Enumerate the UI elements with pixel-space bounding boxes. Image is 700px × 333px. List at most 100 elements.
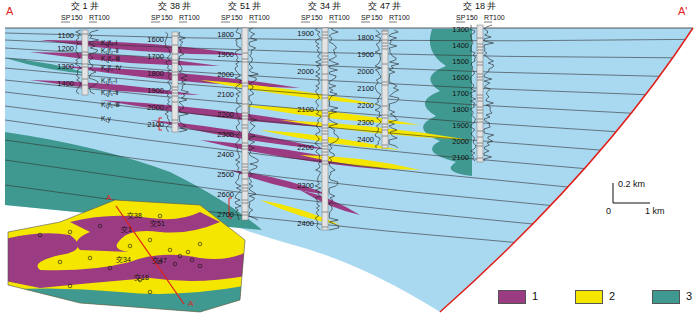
section-line: [116, 206, 184, 304]
lithology-stripe: [172, 87, 178, 88]
section-label: K₁y: [101, 116, 111, 123]
section-label: 150: [371, 14, 383, 21]
section-label: SP: [361, 14, 370, 21]
lithology-stripe: [242, 86, 248, 87]
lithology-stripe: [382, 145, 388, 146]
lithology-stripe: [477, 53, 483, 54]
section-label: 1800: [217, 31, 234, 39]
lithology-stripe: [382, 115, 388, 116]
lithology-stripe: [82, 52, 88, 53]
rt-curve: [389, 30, 399, 148]
lithology-stripe: [242, 113, 248, 114]
lithology-stripe: [82, 67, 88, 68]
map-purple: [0, 233, 250, 288]
scale-underline: [361, 22, 370, 23]
section-label: SP: [301, 14, 310, 21]
lithology-stripe: [477, 110, 483, 111]
lithology-stripe: [172, 75, 178, 76]
section-label: 2100: [357, 85, 374, 93]
section-label: K₁jf₂-Ⅰ: [101, 40, 117, 47]
section-label: K₁jf₂-Ⅱ: [101, 48, 119, 55]
section-label: 交 34 井: [308, 2, 341, 11]
lithology-stripe: [322, 95, 328, 96]
lithology-stripe: [322, 146, 328, 147]
well-location: [178, 254, 182, 258]
map-purple: [70, 212, 220, 252]
section-label: SP: [151, 14, 160, 21]
section-label: 2000: [217, 71, 234, 79]
lithology-stripe: [242, 59, 248, 60]
sp-curve: [75, 30, 80, 94]
section-label: 2100: [217, 91, 234, 99]
lithology-stripe: [322, 128, 328, 129]
section-label: 1900: [452, 122, 469, 130]
lithology-stripe: [242, 146, 248, 147]
lithology-stripe: [242, 170, 248, 171]
section-label: 1800: [147, 70, 164, 78]
lithology-column: [82, 30, 88, 95]
lithology-stripe: [242, 119, 248, 120]
section-label: K₁jf₂-Ⅲ: [101, 56, 120, 63]
correlation-line: [5, 106, 585, 169]
lithology-stripe: [242, 104, 248, 105]
section-label: 2200: [297, 144, 314, 152]
lithology-stripe: [242, 83, 248, 84]
lithology-stripe: [82, 79, 88, 80]
section-label: 1900: [147, 87, 164, 95]
sp-curve: [235, 28, 241, 220]
section-label: A': [678, 6, 687, 17]
lithology-stripe: [172, 102, 178, 103]
lithology-stripe: [242, 128, 248, 129]
lithology-stripe: [172, 90, 178, 91]
rt-curve: [329, 28, 339, 230]
lithology-stripe: [322, 227, 328, 228]
correlation-line: [5, 80, 616, 132]
well-location: [158, 214, 162, 218]
section-label: 1400: [57, 80, 74, 88]
legend-text: 1: [532, 291, 538, 302]
section-label: 2000: [357, 68, 374, 76]
lithology-stripe: [477, 119, 483, 120]
lithology-stripe: [242, 215, 248, 216]
top-line: [5, 28, 693, 29]
lithology-stripe: [322, 65, 328, 66]
section-label: 150: [161, 14, 173, 21]
well-location: [168, 248, 172, 252]
lithology-stripe: [242, 116, 248, 117]
lithology-stripe: [322, 98, 328, 99]
lithology-stripe: [322, 131, 328, 132]
lithology-stripe: [477, 143, 483, 144]
well-location: [108, 266, 112, 270]
lithology-stripe: [477, 101, 483, 102]
lithology-stripe: [382, 64, 388, 65]
lithology-stripe: [477, 50, 483, 51]
lithology-stripe: [242, 191, 248, 192]
section-label: 2100: [452, 154, 469, 162]
sand-lens: [300, 155, 420, 170]
lithology-stripe: [382, 127, 388, 128]
lithology-stripe: [242, 143, 248, 144]
lithology-stripe: [382, 136, 388, 137]
teal-unit: [423, 29, 472, 176]
map-yellow: [0, 195, 250, 315]
sand-lens: [280, 120, 470, 140]
section-label: K₁jf₁-Ⅰ: [101, 78, 117, 85]
lithology-stripe: [322, 74, 328, 75]
rt-curve: [484, 25, 494, 161]
lithology-stripe: [172, 96, 178, 97]
section-label: 1900: [297, 30, 314, 38]
section-label: 交34: [116, 256, 131, 263]
lithology-stripe: [172, 63, 178, 64]
lithology-stripe: [172, 93, 178, 94]
lithology-stripe: [322, 62, 328, 63]
lithology-stripe: [322, 113, 328, 114]
lithology-stripe: [382, 43, 388, 44]
section-label: 1400: [452, 42, 469, 50]
section-label: 1800: [357, 34, 374, 42]
scale-underline: [389, 22, 397, 23]
section-label: 1600: [452, 74, 469, 82]
section-label: 150: [466, 14, 478, 21]
lithology-stripe: [322, 164, 328, 165]
sp-curve: [470, 25, 476, 161]
